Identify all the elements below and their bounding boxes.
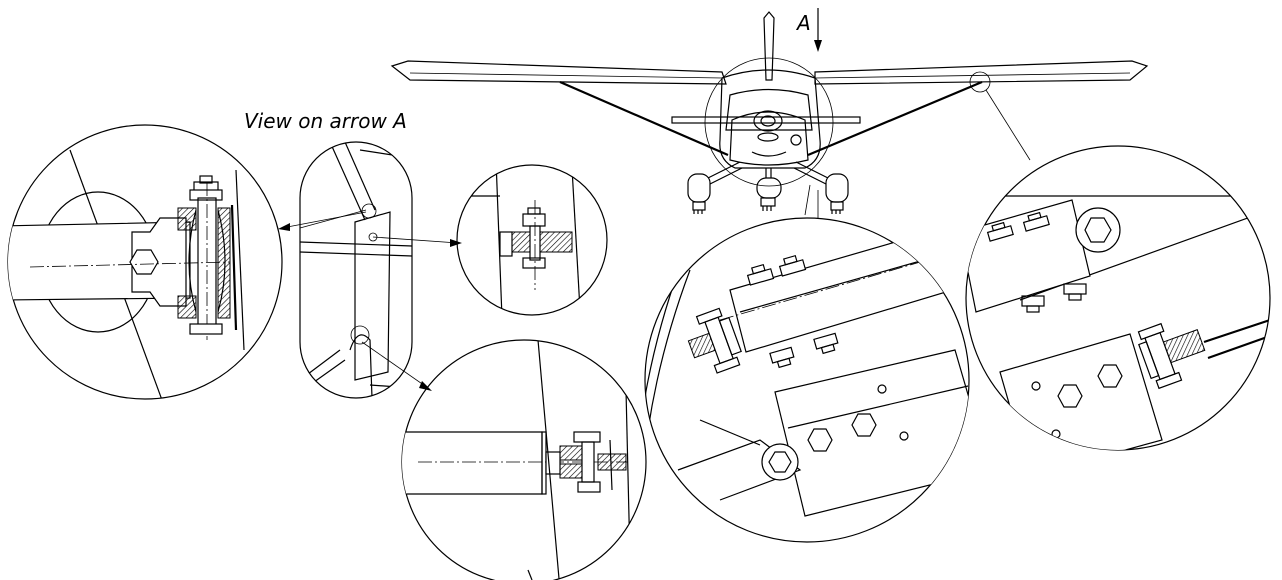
main-wheel-left (687, 173, 711, 214)
leader-line (527, 569, 533, 580)
detail-circle-fuselage (704, 57, 834, 187)
detail-strut-fitting (7, 124, 283, 400)
view-on-arrow-a (299, 141, 413, 399)
main-wheel-right (825, 173, 849, 214)
detail-circle-wing-strut (969, 71, 991, 93)
leader-line (985, 89, 1031, 161)
nose-wheel (756, 177, 782, 211)
detail-upper-bolt (456, 164, 608, 316)
arrow-label-a: A (795, 11, 811, 35)
leader-arrows (278, 209, 462, 391)
detail-lower-bolt (401, 339, 647, 580)
detail-wing-strut-attachment (965, 145, 1271, 451)
detail-wing-root-fitting (644, 217, 970, 543)
leader-line (804, 184, 811, 216)
aircraft-front-view (390, 8, 1149, 214)
view-title: View on arrow A (244, 109, 407, 133)
view-arrow-a (814, 8, 822, 52)
